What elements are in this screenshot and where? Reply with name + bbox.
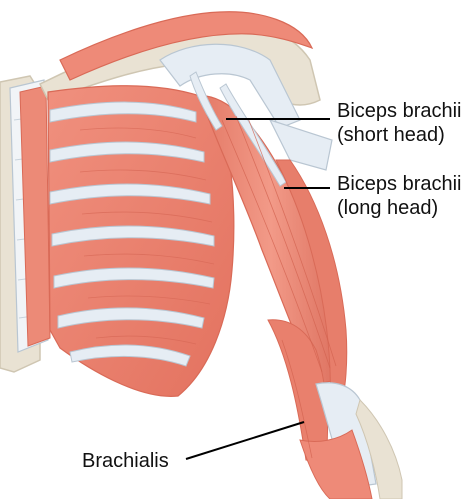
callout-line-brachialis [185, 421, 305, 460]
chest-fiber-lines [79, 127, 215, 345]
label-biceps-short-head-line2: (short head) [337, 124, 445, 146]
humerus-head [268, 118, 333, 171]
sternal-muscle-strip [19, 85, 51, 347]
label-biceps-long-head: Biceps brachii (long head) [337, 172, 462, 220]
label-brachialis: Brachialis [82, 450, 169, 472]
coracoid-tendons [159, 43, 301, 129]
label-biceps-long-head-line1: Biceps brachii [337, 173, 462, 195]
forearm-bone [355, 399, 403, 499]
biceps-long-head-tendon [219, 83, 287, 187]
forearm [299, 429, 373, 499]
label-biceps-short-head-line1: Biceps brachii [337, 100, 462, 122]
ribs [49, 101, 215, 367]
biceps-short-head-tendon [189, 71, 223, 131]
label-biceps-long-head-line2: (long head) [337, 197, 439, 219]
label-biceps-short-head: Biceps brachii (short head) [337, 99, 462, 147]
biceps-brachii [205, 95, 337, 385]
arm-fiber-lines [221, 115, 337, 459]
deltoid-band [59, 11, 314, 81]
brachialis-muscle [267, 319, 329, 463]
